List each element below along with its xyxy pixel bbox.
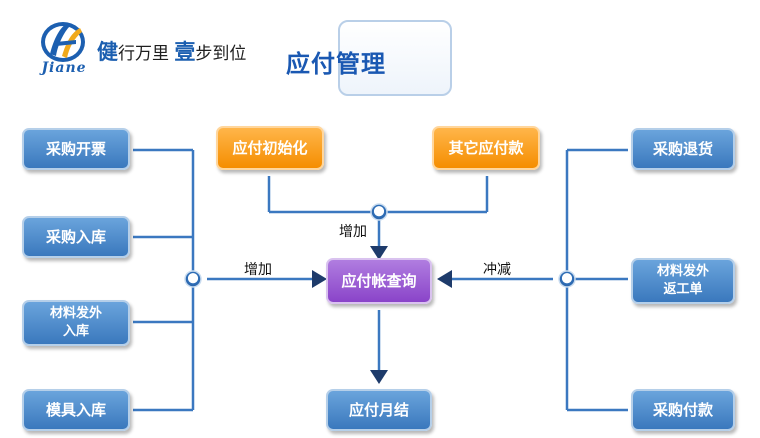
edge-label-top: 增加 xyxy=(339,224,367,240)
right-bracket-lines xyxy=(446,148,628,412)
page-title: 应付管理 xyxy=(286,50,386,78)
arrow-right-left xyxy=(312,270,327,288)
node-cailiao-fawai-fangong-line1: 材料发外 xyxy=(656,264,709,279)
title-frame xyxy=(338,20,452,96)
logo-icon xyxy=(41,22,85,62)
node-cailiao-fawai-ruku[interactable]: 材料发外入库 xyxy=(22,300,130,346)
left-bracket-lines xyxy=(133,148,318,412)
node-cailiao-fawai-fangong-line2: 返工单 xyxy=(663,282,703,297)
node-caigou-fukuan[interactable]: 采购付款 xyxy=(631,389,735,431)
edge-label-left: 增加 xyxy=(244,262,272,278)
edge-label-right: 冲减 xyxy=(483,262,511,278)
node-yingfu-chushihua[interactable]: 应付初始化 xyxy=(216,126,324,170)
slogan-part-2: 行万里 xyxy=(118,44,169,64)
node-yingfu-yuejie[interactable]: 应付月结 xyxy=(326,389,432,431)
junction-dot-right xyxy=(558,270,576,288)
node-qita-yingfukuan[interactable]: 其它应付款 xyxy=(432,126,540,170)
node-caigou-tuihuo[interactable]: 采购退货 xyxy=(631,128,735,170)
top-bracket-lines xyxy=(267,176,489,248)
node-caigou-kaipiao-label: 采购开票 xyxy=(45,140,106,158)
node-cailiao-fawai-ruku-line1: 材料发外 xyxy=(49,306,102,321)
node-moju-ruku-label: 模具入库 xyxy=(45,401,106,419)
logo-wordmark: Jiane xyxy=(41,60,87,76)
slogan-part-4: 步到位 xyxy=(195,44,247,64)
junction-dot-top xyxy=(370,203,388,221)
node-yingfu-yuejie-label: 应付月结 xyxy=(348,401,409,419)
node-caigou-tuihuo-label: 采购退货 xyxy=(652,140,713,158)
arrow-left-right xyxy=(437,270,452,288)
slogan: 健行万里 壹步到位 xyxy=(97,36,246,66)
arrow-down-bottom xyxy=(370,370,388,384)
junction-dot-left xyxy=(184,270,202,288)
node-yingfu-chushihua-label: 应付初始化 xyxy=(232,139,308,157)
slogan-part-3: 壹 xyxy=(174,40,196,64)
node-moju-ruku[interactable]: 模具入库 xyxy=(22,389,130,431)
arrow-down-top xyxy=(370,246,388,260)
node-yingfu-zhang-chaxun-label: 应付帐查询 xyxy=(341,272,417,290)
slogan-part-1: 健 xyxy=(97,40,118,64)
node-qita-yingfukuan-label: 其它应付款 xyxy=(448,139,524,157)
node-cailiao-fawai-fangong[interactable]: 材料发外返工单 xyxy=(631,258,735,304)
node-caigou-kaipiao[interactable]: 采购开票 xyxy=(22,128,130,170)
node-caigou-ruku-label: 采购入库 xyxy=(45,228,106,246)
node-yingfu-zhang-chaxun[interactable]: 应付帐查询 xyxy=(326,258,432,304)
node-cailiao-fawai-ruku-line2: 入库 xyxy=(62,324,89,339)
node-caigou-ruku[interactable]: 采购入库 xyxy=(22,216,130,258)
node-caigou-fukuan-label: 采购付款 xyxy=(652,401,713,419)
